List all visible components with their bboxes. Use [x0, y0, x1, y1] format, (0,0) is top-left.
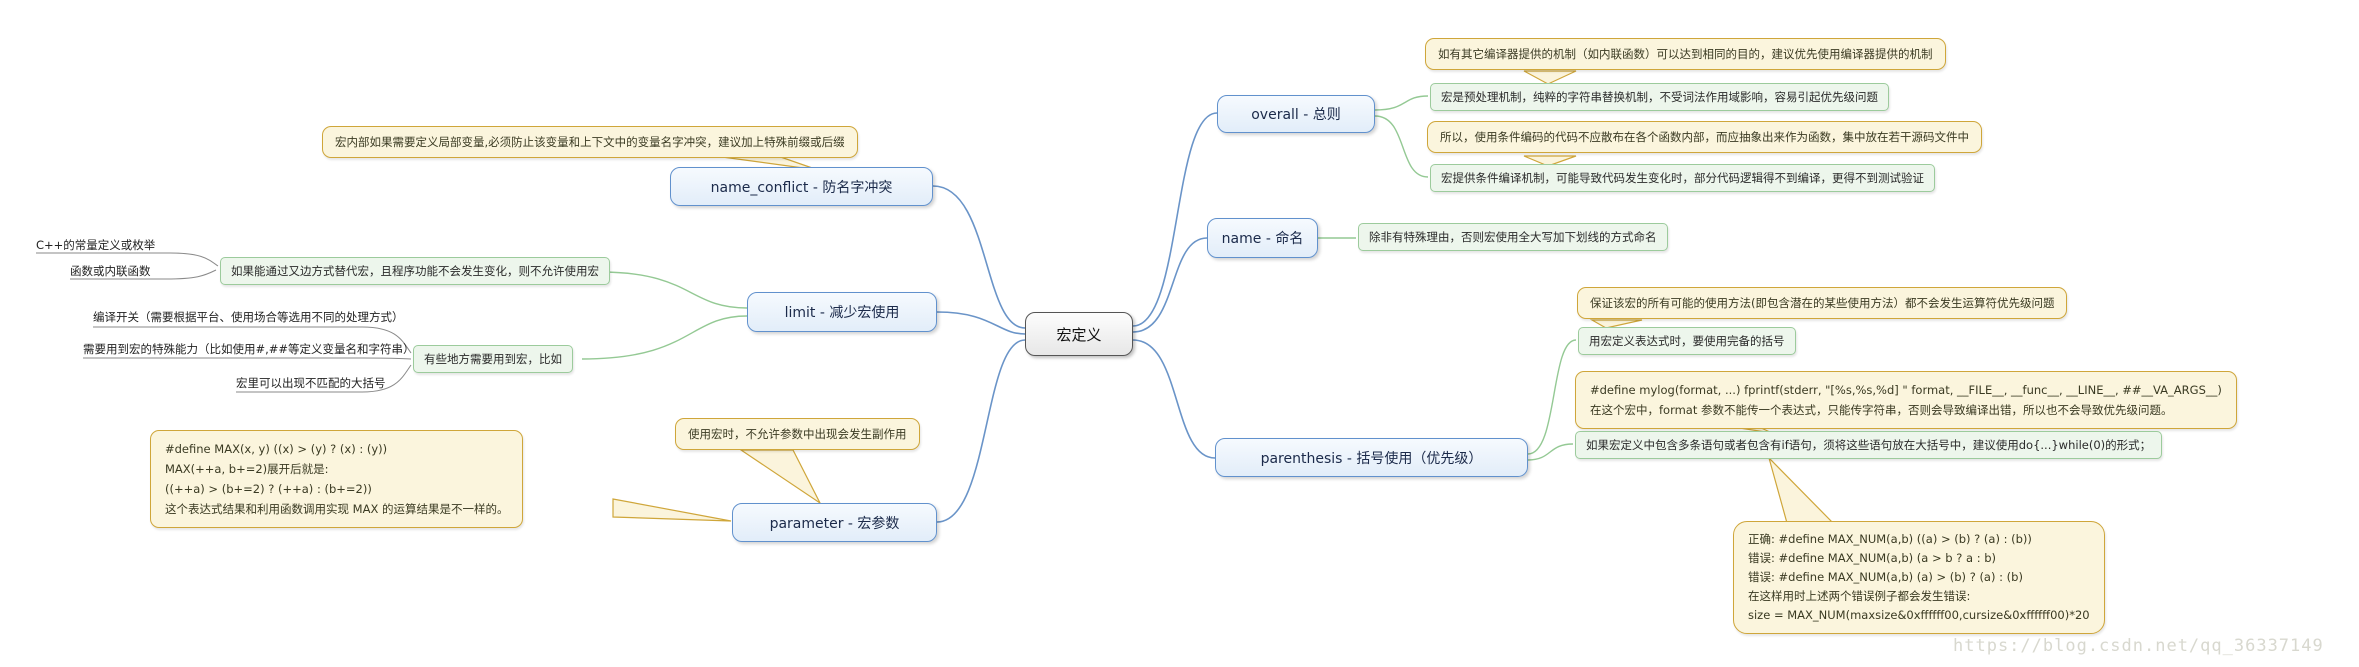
point-conditional-compile[interactable]: 宏提供条件编译机制，可能导致代码发生变化时，部分代码逻辑得不到编译，更得不到测试…	[1430, 164, 1935, 192]
point-uppercase-underscore-naming[interactable]: 除非有特殊理由，否则宏使用全大写加下划线的方式命名	[1358, 223, 1668, 251]
rule-replace-macro[interactable]: 如果能通过又边方式替代宏，且程序功能不会发生变化，则不允许使用宏	[220, 257, 610, 285]
note-usage-precedence-guarantee[interactable]: 保证该宏的所有可能的使用方法(即包含潜在的某些使用方法）都不会发生运算符优先级问…	[1577, 287, 2068, 319]
example-line: #define mylog(format, ...) fprintf(stder…	[1590, 383, 2222, 397]
note-parameter-side-effect[interactable]: 使用宏时，不允许参数中出现会发生副作用	[675, 418, 920, 450]
example-line: size = MAX_NUM(maxsize&0xffffff00,cursiz…	[1748, 608, 2090, 622]
sub-branch-connectors	[581, 95, 1577, 461]
note-compiler-mechanism[interactable]: 如有其它编译器提供的机制（如内联函数）可以达到相同的目的，建议优先使用编译器提供…	[1425, 38, 1946, 70]
example-line: ((++a) > (b+=2) ? (++a) : (b+=2))	[165, 482, 372, 496]
example-line: #define MAX(x, y) ((x) > (y) ? (x) : (y)…	[165, 442, 388, 456]
example-line: 在这样用时上述两个错误例子都会发生错误:	[1748, 589, 1971, 603]
point-complete-parentheses[interactable]: 用宏定义表达式时，要使用完备的括号	[1578, 327, 1796, 355]
note-max-num-examples[interactable]: 正确: #define MAX_NUM(a,b) ((a) > (b) ? (a…	[1733, 521, 2105, 634]
branch-node-overall[interactable]: overall - 总则	[1217, 95, 1375, 133]
leaf-compile-switch[interactable]: 编译开关（需要根据平台、使用场合等选用不同的处理方式）	[93, 310, 404, 324]
example-line: 错误: #define MAX_NUM(a,b) (a) > (b) ? (a)…	[1748, 570, 2023, 584]
leaf-function-or-inline[interactable]: 函数或内联函数	[70, 264, 151, 278]
example-line: 这个表达式结果和利用函数调用实现 MAX 的运算结果是不一样的。	[165, 502, 509, 516]
note-conditional-code-placement[interactable]: 所以，使用条件编码的代码不应散布在各个函数内部，而应抽象出来作为函数，集中放在若…	[1427, 121, 1982, 153]
leaf-macro-special-ability[interactable]: 需要用到宏的特殊能力（比如使用#,##等定义变量名和字符串）	[83, 342, 415, 356]
main-branch-connectors	[932, 112, 1218, 523]
example-line: 错误: #define MAX_NUM(a,b) (a > b ? a : b)	[1748, 551, 1997, 565]
branch-node-parenthesis[interactable]: parenthesis - 括号使用（优先级）	[1215, 438, 1528, 477]
note-name-conflict[interactable]: 宏内部如果需要定义局部变量,必须防止该变量和上下文中的变量名字冲突，建议加上特殊…	[322, 126, 858, 158]
branch-node-limit[interactable]: limit - 减少宏使用	[747, 292, 937, 332]
example-line: 正确: #define MAX_NUM(a,b) ((a) > (b) ? (a…	[1748, 532, 2032, 546]
leaf-unmatched-braces[interactable]: 宏里可以出现不匹配的大括号	[236, 376, 386, 390]
branch-node-parameter[interactable]: parameter - 宏参数	[732, 503, 937, 542]
point-do-while-braces[interactable]: 如果宏定义中包含多条语句或者包含有if语句，须将这些语句放在大括号中，建议使用d…	[1575, 431, 2163, 459]
rule-macro-needed[interactable]: 有些地方需要用到宏，比如	[413, 345, 573, 373]
branch-node-name-conflict[interactable]: name_conflict - 防名字冲突	[670, 167, 933, 206]
leaf-underline-connectors	[36, 252, 412, 393]
callout-tails	[612, 70, 1835, 524]
note-max-macro-example[interactable]: #define MAX(x, y) ((x) > (y) ? (x) : (y)…	[150, 430, 524, 528]
center-node-macro-definition[interactable]: 宏定义	[1025, 312, 1133, 356]
example-line: MAX(++a, b+=2)展开后就是:	[165, 462, 329, 476]
watermark-url: https://blog.csdn.net/qq_36337149	[1953, 636, 2324, 656]
point-preprocess-mechanism[interactable]: 宏是预处理机制，纯粹的字符串替换机制，不受词法作用域影响，容易引起优先级问题	[1430, 83, 1889, 111]
example-line: 在这个宏中，format 参数不能传一个表达式，只能传字符串，否则会导致编译出错…	[1590, 403, 2173, 417]
leaf-const-or-enum[interactable]: C++的常量定义或枚举	[36, 238, 156, 252]
note-mylog-example[interactable]: #define mylog(format, ...) fprintf(stder…	[1575, 371, 2237, 429]
branch-node-name[interactable]: name - 命名	[1207, 218, 1318, 258]
